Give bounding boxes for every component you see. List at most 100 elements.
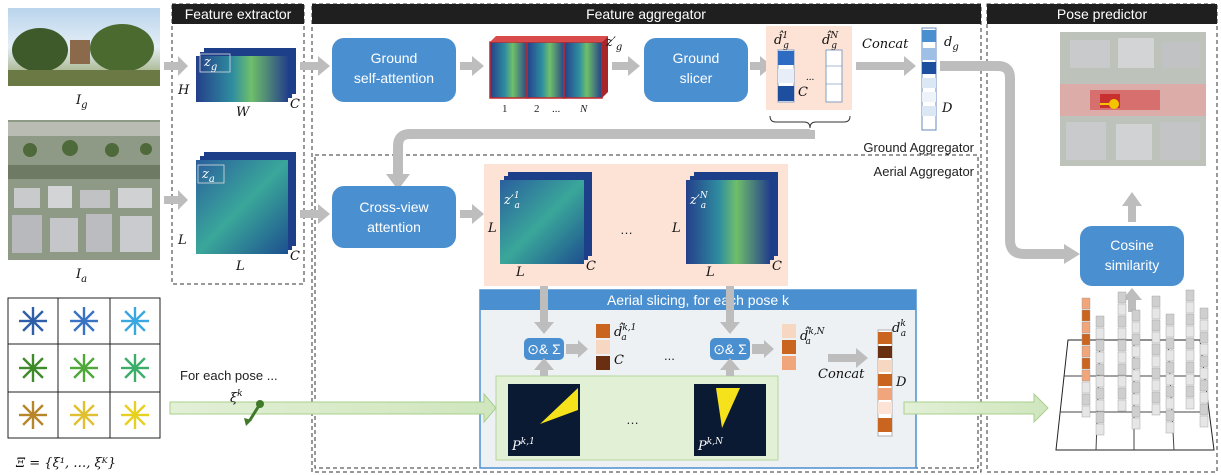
- heatmap-aerial-image: [1060, 32, 1206, 166]
- aerial-slices-ellipsis: …: [620, 222, 633, 237]
- arrow-pose-to-mask: [169, 392, 497, 424]
- ground-desc-dots: ...: [806, 71, 815, 83]
- C-dim-aerial: C: [290, 249, 300, 264]
- za1-C: C: [586, 259, 596, 274]
- aerial-slicing-title: Aerial slicing, for each pose k: [607, 292, 790, 308]
- aerial-slicing-header: [480, 290, 916, 310]
- dot-sum-op-N: [710, 338, 750, 360]
- aerial-slice-N: [686, 172, 778, 264]
- arrow-za-out: [300, 204, 330, 224]
- d-ak-D: D: [895, 375, 907, 390]
- aerial-aggregator-label: Aerial Aggregator: [874, 164, 975, 179]
- zaN-L-left: L: [671, 221, 681, 236]
- arrow-to-descriptors: [750, 56, 772, 76]
- cosine-similarity-block: [1080, 226, 1184, 286]
- ground-slicer-label-1: Ground: [673, 50, 720, 66]
- arrow-ground-in: [164, 56, 188, 76]
- d-ak-vector: [877, 329, 893, 437]
- P-kN-label: Pk,N: [697, 437, 724, 454]
- slice-index-N: N: [579, 103, 588, 115]
- descriptor-stack: [1117, 291, 1127, 412]
- ground-self-attention-label-1: Ground: [371, 50, 418, 66]
- cosine-label-1: Cosine: [1110, 237, 1154, 253]
- ground-image-label: Ig: [75, 93, 88, 111]
- descriptor-stack: [1081, 297, 1091, 418]
- aerial-image-label: Ia: [75, 267, 87, 285]
- feature-aggregator-frame: [311, 3, 982, 473]
- L-dim-bottom: L: [235, 259, 245, 274]
- arrow-mask1-up: [534, 358, 554, 376]
- arrow-aerial-in: [164, 190, 188, 210]
- arrow-ground-to-crossview: [393, 129, 815, 178]
- cross-view-attention-block: [332, 186, 456, 248]
- mask-ellipsis: …: [626, 412, 639, 427]
- descriptor-stacks: [1081, 289, 1209, 436]
- pose-star-icon: [70, 354, 98, 382]
- pose-orientation-icons: [19, 307, 149, 429]
- ground-aggregator-label: Ground Aggregator: [863, 140, 974, 155]
- dot-sum-op-N-label: ⊙& Σ: [713, 341, 747, 357]
- dhat-akN-vector: [782, 324, 796, 370]
- slice-index-1: 1: [502, 103, 508, 115]
- pose-star-icon: [70, 401, 98, 429]
- descriptor-stack: [1165, 313, 1175, 434]
- arrow-to-aerial-slices: [460, 204, 484, 224]
- mask-P-kN: [694, 384, 766, 456]
- descriptor-stack: [1131, 309, 1141, 430]
- ground-descriptor-panel: [766, 26, 852, 110]
- pose-star-icon: [121, 354, 149, 382]
- arrow-to-slices: [460, 56, 484, 76]
- W-dim: W: [236, 105, 251, 120]
- arrow-dg-to-cosine: [940, 61, 1066, 259]
- concat-aerial-label: Concat: [818, 367, 865, 382]
- zaN-L-bottom: L: [705, 265, 715, 280]
- arrow-to-slicer: [612, 56, 640, 76]
- aerial-slice-1: [500, 172, 592, 264]
- pose-star-icon: [121, 307, 149, 335]
- arrow-concat-aerial: [828, 348, 868, 368]
- za1-L-bottom: L: [515, 265, 525, 280]
- pose-set-label: Ξ = {ξ¹, …, ξᴷ}: [15, 456, 116, 471]
- feature-aggregator-header: [312, 4, 981, 24]
- ground-slicer-label-2: slicer: [680, 70, 713, 86]
- dg-label: dg: [944, 35, 959, 53]
- zg-label: zg: [203, 55, 217, 73]
- descriptor-stack: [1151, 295, 1161, 416]
- dg-vector: [921, 27, 937, 131]
- H-dim: H: [177, 83, 190, 98]
- slice-index-dots: ...: [552, 103, 561, 115]
- cross-view-label-1: Cross-view: [359, 199, 429, 215]
- ground-self-attention-block: [332, 38, 456, 102]
- mask-P-k1: [508, 384, 580, 456]
- feature-extractor-title: Feature extractor: [185, 6, 292, 22]
- op-ellipsis: ...: [664, 348, 675, 363]
- aerial-image: [8, 120, 160, 260]
- L-dim-left: L: [177, 233, 187, 248]
- feature-aggregator-title: Feature aggregator: [586, 6, 706, 22]
- za-label: za: [201, 167, 215, 185]
- arrow-to-pose-grid: [903, 392, 1049, 424]
- pose-star-icon: [70, 307, 98, 335]
- feature-extractor-header: [172, 4, 304, 24]
- concat-ground-label: Concat: [862, 37, 909, 52]
- arrow-concat-ground: [856, 56, 916, 76]
- dg-D: D: [941, 101, 953, 116]
- xi-k-arrowhead: [244, 418, 252, 426]
- ground-self-attention-label-2: self-attention: [354, 70, 434, 86]
- slice-index-2: 2: [534, 103, 540, 115]
- dot-sum-op-1-label: ⊙& Σ: [527, 341, 561, 357]
- arrow-zg-out: [300, 56, 330, 76]
- ground-slices: [489, 36, 608, 99]
- ground-feature-map: [196, 48, 296, 102]
- dhat-ak1-vector: [596, 324, 610, 370]
- arrow-op1-out: [566, 340, 588, 358]
- xi-k-label: ξk: [230, 389, 243, 406]
- arrow-sliceN-down: [720, 286, 740, 334]
